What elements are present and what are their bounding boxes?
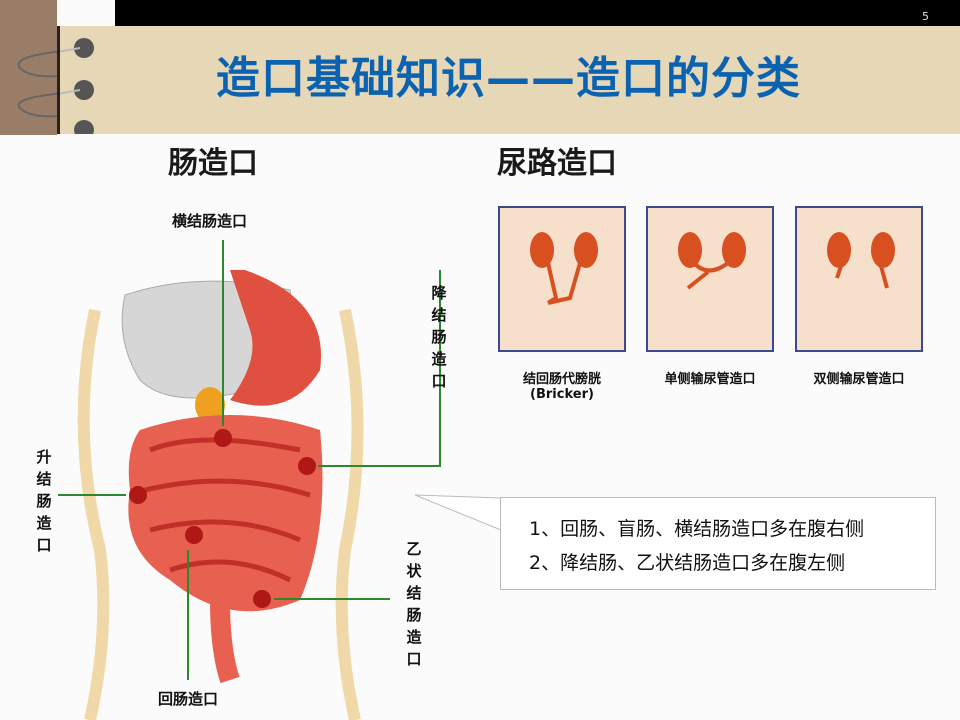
label-ascending-colostomy: 升结肠造口 (36, 448, 52, 554)
notebook-binding (0, 0, 77, 135)
label-descending-colostomy: 降结肠造口 (431, 284, 447, 390)
caption-subtext: (Bricker) (530, 387, 594, 402)
label-ileostomy: 回肠造口 (158, 690, 219, 708)
callout-line-2: 2、降结肠、乙状结肠造口多在腹左侧 (529, 552, 846, 574)
kidney-ileal-conduit-icon (530, 232, 598, 305)
panel-bilateral (795, 206, 923, 352)
slide-title: 造口基础知识——造口的分类 (216, 53, 801, 104)
label-transverse-colostomy: 横结肠造口 (172, 212, 248, 230)
top-bar (115, 0, 960, 26)
label-sigmoid-colostomy: 乙状结肠造口 (406, 540, 422, 668)
urinary-heading: 尿路造口 (497, 146, 617, 181)
intestinal-heading: 肠造口 (168, 146, 258, 181)
panel-bricker (498, 206, 626, 352)
caption-bilateral: 双侧输尿管造口 (813, 372, 905, 387)
callout-box: 1、回肠、盲肠、横结肠造口多在腹右侧 2、降结肠、乙状结肠造口多在腹左侧 (500, 497, 936, 590)
callout-pointer (414, 494, 502, 531)
spiral-rings-icon (17, 49, 77, 118)
page-number: 5 (922, 10, 929, 23)
stoma-markers (129, 429, 316, 608)
intestine-illustration (58, 240, 441, 720)
ring-holes-icon (60, 38, 94, 134)
kidney-unilateral-icon (678, 232, 746, 290)
callout-line-1: 1、回肠、盲肠、横结肠造口多在腹右侧 (529, 518, 865, 540)
arrows (58, 240, 441, 680)
caption-bricker: 结回肠代膀胱(Bricker) (498, 368, 626, 402)
caption-text: 结回肠代膀胱 (522, 372, 601, 387)
kidney-bilateral-icon (827, 232, 895, 289)
caption-unilateral: 单侧输尿管造口 (664, 372, 756, 387)
panel-unilateral (646, 206, 774, 352)
title-band (57, 26, 960, 134)
